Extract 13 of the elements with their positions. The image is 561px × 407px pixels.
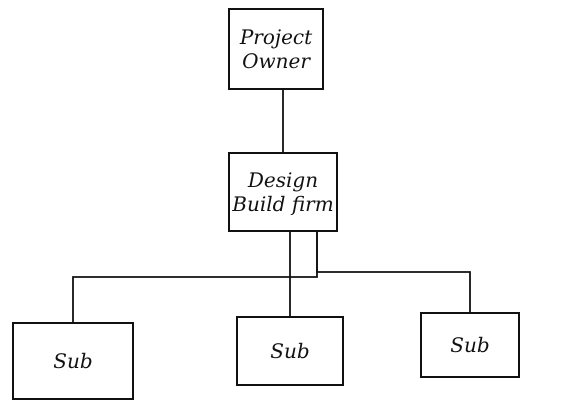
org-box [12, 322, 134, 400]
connector-line [282, 90, 284, 152]
node-label: Design Build firm [231, 168, 335, 216]
node-label: Sub [270, 339, 310, 363]
connector-line [289, 232, 291, 316]
org-box [228, 152, 338, 232]
org-box [228, 8, 324, 90]
node-label: Sub [450, 333, 490, 357]
org-box [236, 316, 344, 386]
org-box [420, 312, 520, 378]
connector-line [316, 232, 471, 312]
node-label: Sub [53, 349, 93, 373]
node-label: Project Owner [238, 25, 314, 73]
